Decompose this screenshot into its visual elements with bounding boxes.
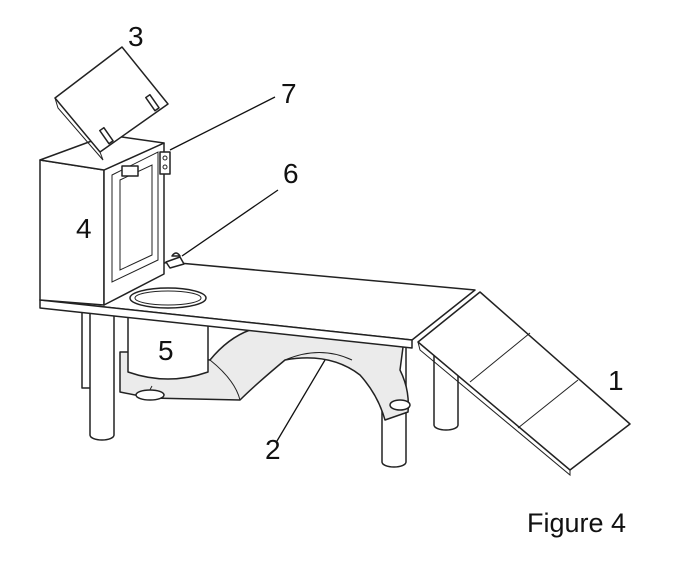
callout-ramp: 1 [608,367,624,395]
sensor-module [160,152,170,174]
callout-lid: 3 [128,23,144,51]
callout-box: 4 [76,215,92,243]
callout-chamber: 5 [158,337,174,365]
box-enclosure [40,135,164,305]
callout-sensor: 7 [281,80,297,108]
leader-6 [182,190,278,256]
leader-7 [170,97,275,150]
figure-caption: Figure 4 [527,510,626,537]
leg-front-left [90,312,114,440]
callout-switch: 6 [283,160,299,188]
callout-tunnel: 2 [265,436,281,464]
leader-2 [277,360,325,441]
